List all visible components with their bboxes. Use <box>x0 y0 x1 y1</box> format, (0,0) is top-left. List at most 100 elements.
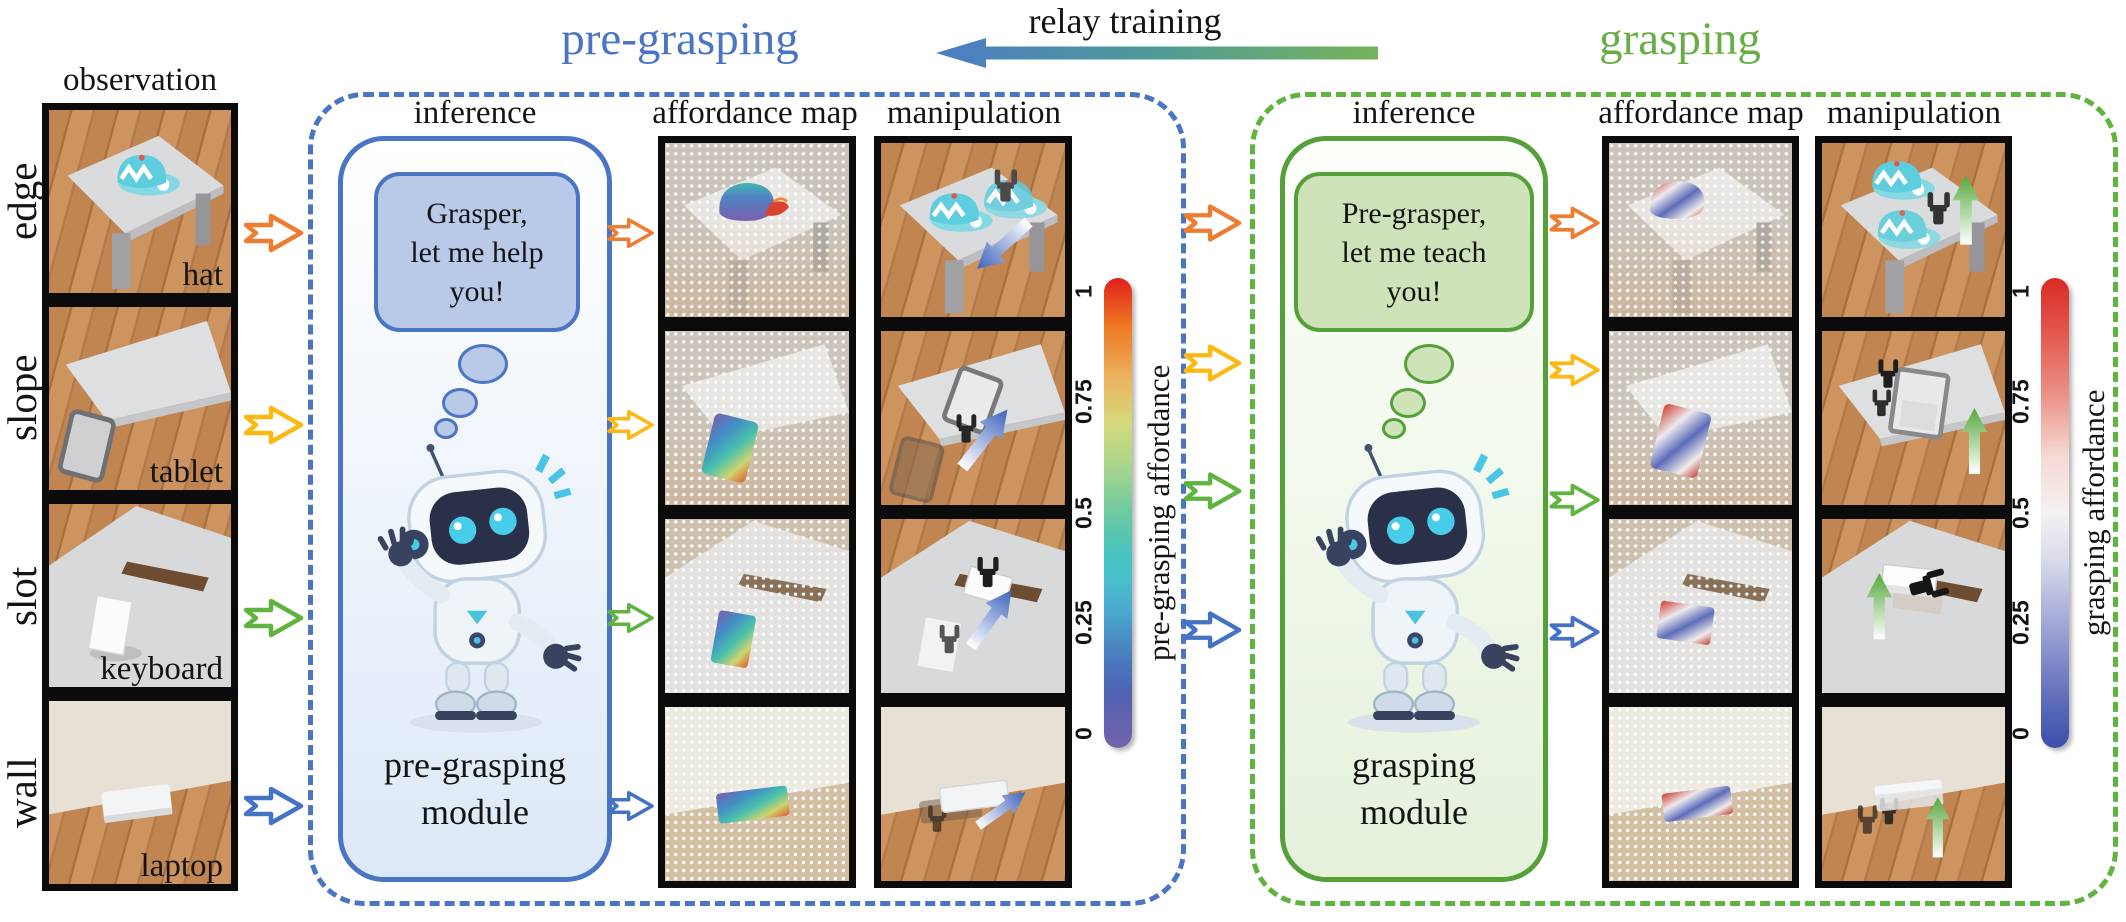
manipulation-scene <box>881 707 1065 881</box>
speech-line: let me teach <box>1341 235 1487 269</box>
grasping-panel-border <box>1250 92 2118 906</box>
module-label-line: pre-grasping <box>384 745 566 785</box>
grasping-affordance-header: affordance map <box>1598 95 1804 131</box>
arrow-row1-orange-icon <box>607 217 654 249</box>
arrow-row4-blue-icon <box>607 790 654 822</box>
pre-grasping-title: pre-grasping <box>561 13 799 65</box>
affordance-pointcloud <box>665 143 849 317</box>
row-label-slope: slope <box>0 354 45 442</box>
speech-line: you! <box>449 274 505 308</box>
pre-affordance-image-tablet <box>658 324 856 512</box>
observation-image-slope-tablet: tablet <box>42 300 238 497</box>
pre-manipulation-image-hat <box>874 136 1072 324</box>
manipulation-scene <box>1822 331 2005 505</box>
scene-tablet-slope <box>49 307 231 490</box>
affordance-pointcloud <box>1609 143 1792 317</box>
affordance-pointcloud <box>665 331 849 505</box>
thought-bubble-icon <box>1382 418 1406 439</box>
speech-line: let me help <box>410 235 544 269</box>
row-label-edge: edge <box>0 162 45 240</box>
row-label-wall: wall <box>0 757 45 829</box>
pre-manipulation-image-tablet <box>874 324 1072 512</box>
arrow-row4-blue-icon <box>242 784 306 828</box>
arrow-row1-orange-icon <box>1182 201 1244 245</box>
object-label: tablet <box>149 454 223 491</box>
grasping-speech-bubble: Pre-grasper, let me teach you! <box>1294 172 1534 332</box>
arrow-row4-blue-icon <box>1549 615 1600 649</box>
thought-bubble-icon <box>1390 388 1426 418</box>
speech-line: Pre-grasper, <box>1341 196 1487 230</box>
colorbar-tick: 0.25 <box>1070 600 1097 646</box>
observation-header: observation <box>63 62 217 98</box>
arrow-row2-yellow-icon <box>1182 341 1244 385</box>
arrow-row4-blue-icon <box>1182 608 1244 652</box>
grasping-title: grasping <box>1599 13 1761 65</box>
thought-bubble-icon <box>442 388 478 418</box>
observation-image-edge-hat: hat <box>42 103 238 300</box>
colorbar-tick: 1 <box>1070 285 1097 299</box>
affordance-pointcloud <box>1609 331 1792 505</box>
manipulation-scene <box>1822 143 2005 317</box>
grasping-colorbar-label: grasping affordance <box>2076 389 2111 637</box>
grasp-manipulation-image-hat <box>1815 136 2012 324</box>
grasp-affordance-image-keyboard <box>1602 512 1799 700</box>
thought-bubble-icon <box>458 344 508 384</box>
module-label-line: module <box>421 791 529 832</box>
object-label: hat <box>182 257 223 294</box>
grasp-affordance-image-hat <box>1602 136 1799 324</box>
scene-laptop-wall <box>49 701 231 884</box>
module-label-line: grasping <box>1352 745 1476 785</box>
arrow-row3-green-icon <box>1549 483 1600 517</box>
arrow-row1-orange-icon <box>242 211 306 255</box>
grasp-affordance-image-laptop <box>1602 700 1799 888</box>
affordance-pointcloud <box>1609 707 1792 881</box>
grasping-module-label: grasping module <box>1280 742 1548 836</box>
grasping-colorbar <box>2041 278 2069 748</box>
colorbar-tick: 0.5 <box>2007 497 2034 529</box>
arrow-row1-orange-icon <box>1549 206 1600 240</box>
affordance-pointcloud <box>665 519 849 693</box>
object-label: laptop <box>140 848 223 885</box>
manipulation-scene <box>881 143 1065 317</box>
thought-bubble-icon <box>1404 344 1454 384</box>
pre-affordance-image-hat <box>658 136 856 324</box>
pre-grasping-inference-header: inference <box>413 95 537 131</box>
pre-grasping-module-label: pre-grasping module <box>338 742 612 836</box>
colorbar-tick: 0.25 <box>2007 600 2034 646</box>
colorbar-tick: 0.5 <box>1070 497 1097 529</box>
pre-manipulation-image-laptop <box>874 700 1072 888</box>
row-label-slot: slot <box>0 566 45 626</box>
speech-line: Grasper, <box>426 196 528 230</box>
affordance-pointcloud <box>1609 519 1792 693</box>
scene-keyboard-slot <box>49 504 231 687</box>
observation-image-slot-keyboard: keyboard <box>42 497 238 694</box>
relay-training-arrow-icon <box>936 38 1378 68</box>
relay-training-label: relay training <box>1028 1 1222 41</box>
arrow-row3-green-icon <box>1182 469 1244 513</box>
pre-grasping-manipulation-header: manipulation <box>886 95 1062 131</box>
arrow-row3-green-icon <box>242 596 306 640</box>
object-label: keyboard <box>100 651 223 688</box>
grasping-manipulation-header: manipulation <box>1826 95 2002 131</box>
colorbar-tick: 1 <box>2007 285 2034 299</box>
pre-grasping-colorbar-label: pre-grasping affordance <box>1141 364 1176 662</box>
arrow-row2-yellow-icon <box>1549 353 1600 387</box>
observation-image-wall-laptop: laptop <box>42 694 238 891</box>
pre-grasping-panel-border <box>308 92 1186 906</box>
arrow-row3-green-icon <box>607 602 654 634</box>
speech-line: you! <box>1386 274 1442 308</box>
affordance-pointcloud <box>665 707 849 881</box>
grasp-affordance-image-tablet <box>1602 324 1799 512</box>
manipulation-scene <box>1822 707 2005 881</box>
arrow-row2-yellow-icon <box>242 403 306 447</box>
grasp-manipulation-image-keyboard <box>1815 512 2012 700</box>
pre-affordance-image-laptop <box>658 700 856 888</box>
arrow-row2-yellow-icon <box>607 409 654 441</box>
pre-grasping-colorbar <box>1104 278 1132 748</box>
grasp-manipulation-image-laptop <box>1815 700 2012 888</box>
colorbar-tick: 0.75 <box>2007 379 2034 425</box>
colorbar-tick: 0 <box>1070 727 1097 741</box>
pre-grasping-speech-bubble: Grasper, let me help you! <box>374 172 580 332</box>
colorbar-tick: 0 <box>2007 727 2034 741</box>
